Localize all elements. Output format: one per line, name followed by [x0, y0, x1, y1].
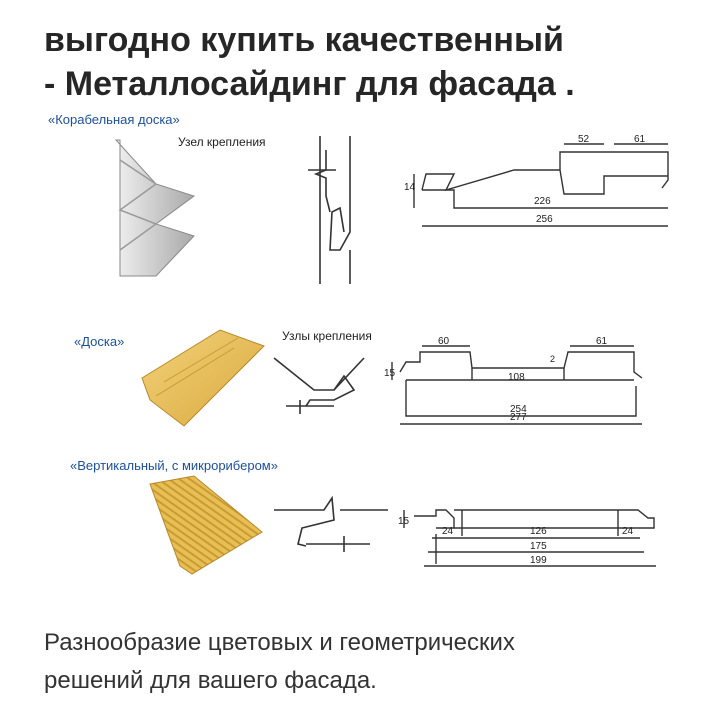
- profile-1-joint-drawing: [308, 136, 351, 284]
- page-heading: выгодно купить качественный - Металлосай…: [44, 18, 704, 106]
- profile-2-section-drawing: [391, 345, 643, 425]
- profile-3-dim-height: 15: [398, 516, 410, 527]
- profile-3-sample-image: [149, 475, 263, 575]
- profile-2-dim-mid: 108: [508, 372, 525, 383]
- profile-2-group: «Доска» Узлы крепления: [74, 329, 643, 427]
- profile-2-title: «Доска»: [74, 334, 124, 349]
- profile-3-joint-drawing: [274, 495, 388, 552]
- profile-1-dim-52: 52: [578, 134, 590, 145]
- profile-2-joint-label: Узлы крепления: [282, 329, 372, 343]
- profile-1-group: «Корабельная доска» Узел крепления: [48, 112, 669, 284]
- profile-2-sample-image: [141, 329, 265, 427]
- profile-3-dim-inner: 175: [530, 541, 547, 552]
- heading-line-2: - Металлосайдинг для фасада .: [44, 65, 575, 103]
- siding-profiles-figure: «Корабельная доска» Узел крепления: [44, 100, 684, 600]
- profile-1-dim-61: 61: [634, 134, 646, 145]
- profile-3-dim-left: 24: [442, 526, 454, 537]
- caption-line-2: решений для вашего фасада.: [44, 667, 377, 694]
- profile-2-dim-height: 15: [384, 368, 396, 379]
- profile-1-joint-label: Узел крепления: [178, 135, 266, 149]
- profile-2-joint-drawing: [273, 357, 365, 414]
- profile-1-dim-height: 14: [404, 182, 416, 193]
- caption-line-1: Разнообразие цветовых и геометрических: [44, 629, 515, 656]
- profile-1-dim-total: 256: [536, 214, 553, 225]
- profile-1-title: «Корабельная доска»: [48, 112, 180, 127]
- profile-1-section-drawing: [413, 143, 669, 227]
- profile-2-dim-step: 2: [550, 354, 555, 364]
- profile-1-sample-image: [114, 139, 196, 277]
- profile-1-dim-inner: 226: [534, 196, 551, 207]
- profile-3-dim-mid: 126: [530, 526, 547, 537]
- profile-2-dim-total: 277: [510, 412, 527, 423]
- profile-3-group: «Вертикальный, с микрорибером»: [70, 458, 656, 575]
- profile-3-dim-right: 24: [622, 526, 634, 537]
- profile-3-title: «Вертикальный, с микрорибером»: [70, 458, 278, 473]
- profile-3-section-drawing: [403, 509, 656, 567]
- caption-text: Разнообразие цветовых и геометрических р…: [44, 624, 684, 700]
- profile-3-dim-total: 199: [530, 555, 547, 566]
- profile-2-dim-inner: 254: [510, 404, 527, 415]
- profile-2-dim-60: 60: [438, 336, 450, 347]
- heading-line-1: выгодно купить качественный: [44, 21, 564, 59]
- profile-2-dim-61: 61: [596, 336, 608, 347]
